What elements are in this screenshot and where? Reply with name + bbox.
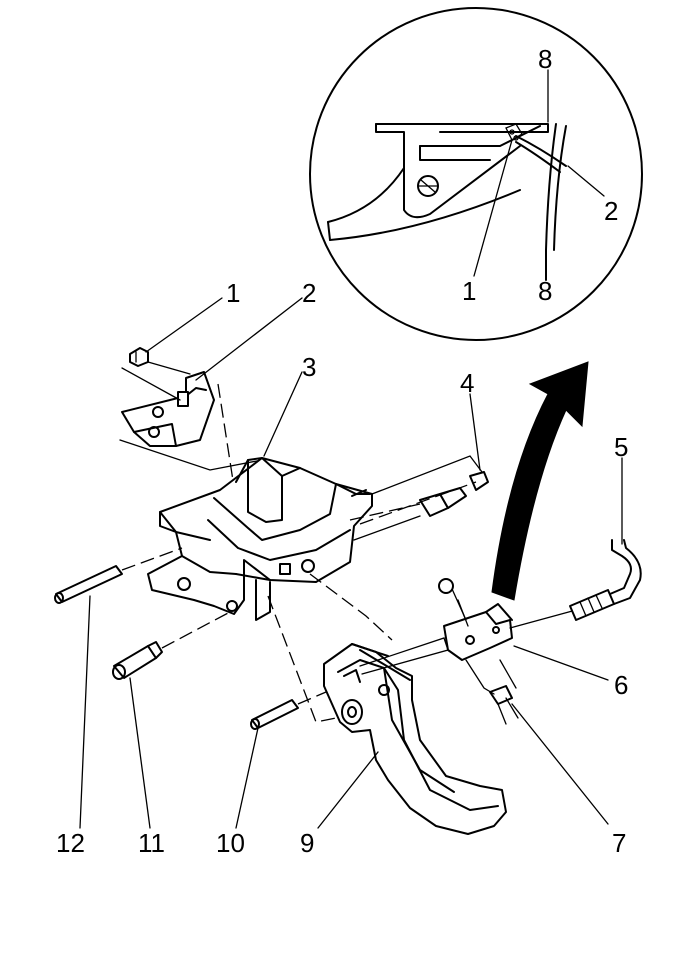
- curved-arrow: [491, 361, 589, 601]
- detail-cable: [515, 135, 567, 167]
- part-7-clip: [489, 685, 519, 725]
- callout-2: 2: [302, 278, 316, 308]
- part-10-pin: [250, 699, 299, 730]
- part-9-pedal: [323, 643, 507, 835]
- detail-bracket-top: [375, 123, 549, 133]
- part-3-bracket: [147, 457, 373, 621]
- detail-screw: [417, 175, 439, 197]
- part-1-nut: [129, 347, 149, 367]
- part-12-pin: [54, 565, 123, 604]
- detail-view: 8 2 1 8: [309, 7, 643, 341]
- callout-1: 1: [226, 278, 240, 308]
- part-11-spacer: [112, 641, 163, 680]
- callout-6: 6: [614, 670, 628, 700]
- detail-clip: [505, 123, 523, 141]
- callout-11: 11: [138, 828, 165, 858]
- callout-3: 3: [302, 352, 316, 382]
- part-4-bushing: [419, 471, 489, 517]
- part-6-plate: [443, 603, 513, 661]
- callout-4: 4: [460, 368, 474, 398]
- callout-7: 7: [612, 828, 626, 858]
- callout-9: 9: [300, 828, 314, 858]
- part-ball: [438, 578, 454, 594]
- callout-8-bottom: 8: [538, 276, 552, 306]
- callout-12: 12: [56, 828, 85, 858]
- callout-8-top: 8: [538, 44, 552, 74]
- callout-5: 5: [614, 432, 628, 462]
- detail-circle: [309, 7, 643, 341]
- callout-1-detail: 1: [462, 276, 476, 306]
- callout-2-detail: 2: [604, 196, 618, 226]
- part-5-cable: [569, 539, 642, 621]
- callout-10: 10: [216, 828, 245, 858]
- part-2-clip: [121, 371, 215, 447]
